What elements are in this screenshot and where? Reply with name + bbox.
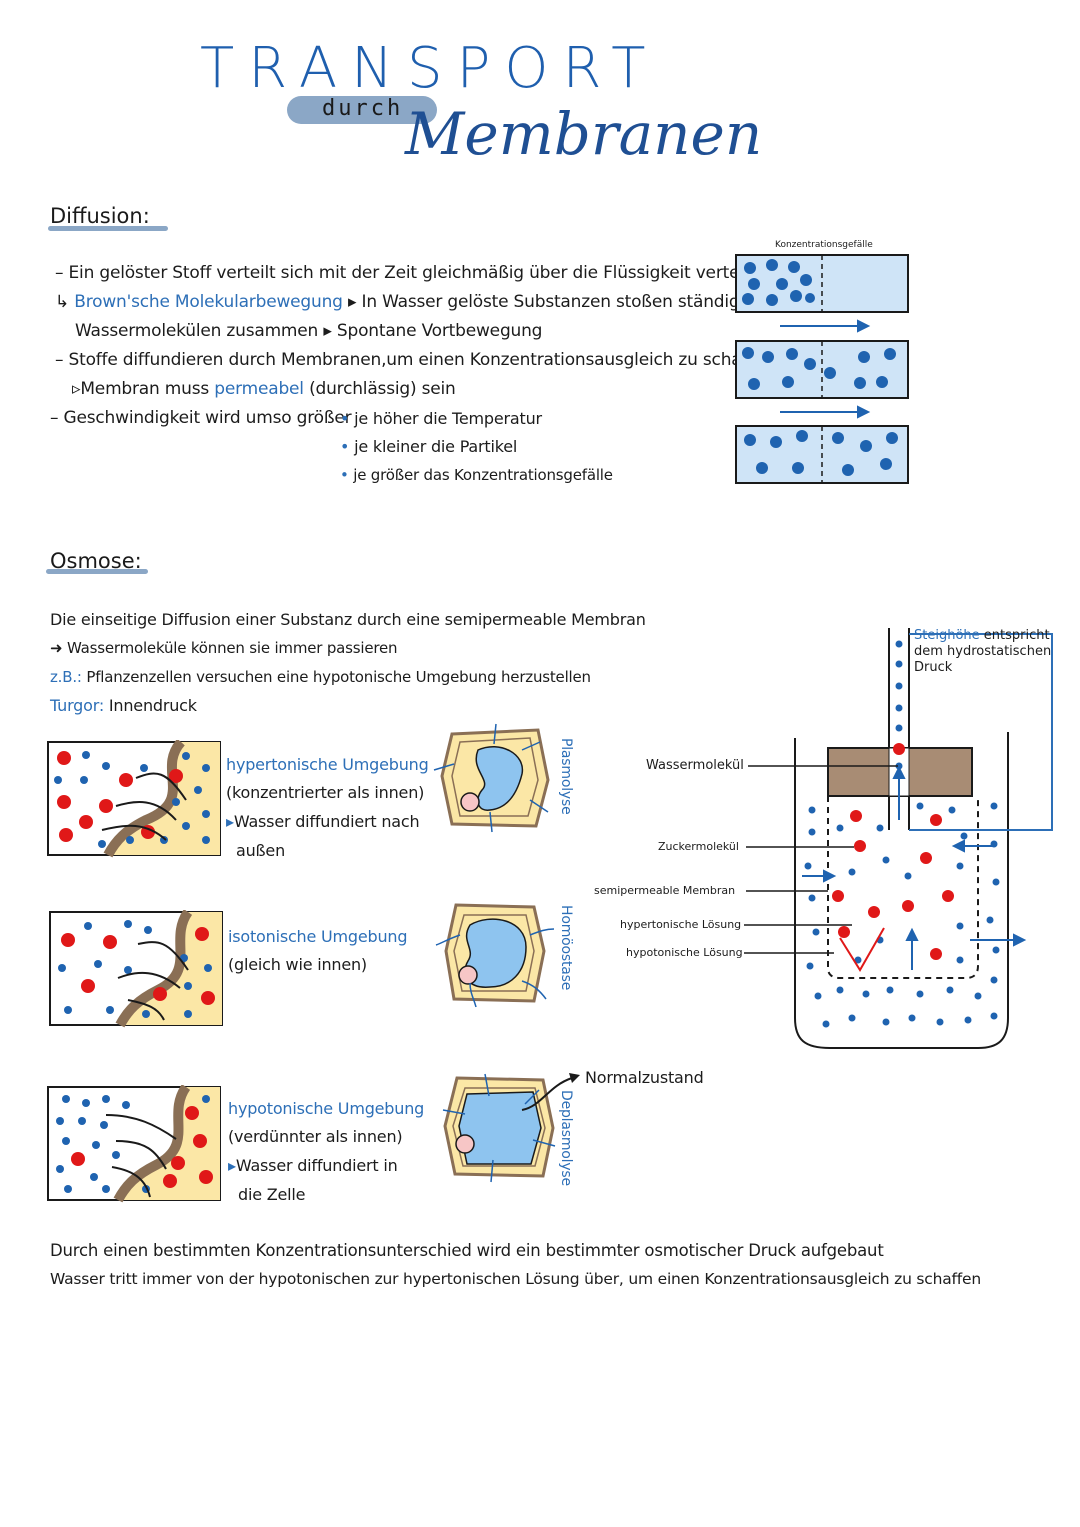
diffusion-line-5: ▹Membran muss permeabel (durchlässig) se… — [72, 379, 456, 399]
label-zuckermolekuel: Zuckermolekül — [658, 840, 739, 853]
script-title: Membranen — [405, 100, 763, 168]
steighoehe-note: Steighöhe entspricht dem hydrostatischen… — [914, 628, 1052, 675]
durch-pill — [287, 96, 437, 124]
footer-line-2: Wasser tritt immer von der hypotonischen… — [50, 1270, 982, 1288]
hypertonic-effect: ▸Wasser diffundiert nach — [226, 812, 420, 831]
hypertonic-title: hypertonische Umgebung — [226, 755, 429, 774]
osmose-underline — [46, 569, 148, 574]
diffusion-underline — [48, 226, 168, 231]
diffusion-heading: Diffusion: — [50, 204, 150, 228]
diffusion-diagram — [735, 254, 909, 484]
brown-label: Brown'sche Molekularbewegung — [74, 292, 343, 312]
osmometer-diagram — [744, 628, 1053, 1049]
diffusion-line-1: – Ein gelöster Stoff verteilt sich mit d… — [55, 263, 755, 283]
diffusion-line-4: – Stoffe diffundieren durch Membranen,um… — [55, 350, 774, 370]
label-hypertonische-loesung: hypertonische Lösung — [620, 918, 742, 931]
isotonic-desc: (gleich wie innen) — [228, 955, 367, 974]
hypertonic-desc: (konzentrierter als innen) — [226, 783, 425, 802]
speed-bullet-1: • je höher die Temperatur — [340, 409, 542, 428]
hypotonic-membrane-box — [47, 1085, 221, 1203]
osmose-line-2: ➜ Wassermoleküle können sie immer passie… — [50, 639, 398, 657]
isotonic-title: isotonische Umgebung — [228, 927, 408, 946]
normalzustand-label: Normalzustand — [585, 1068, 704, 1087]
page-title: TRANSPORT — [200, 36, 660, 101]
diffusion-line-2: ↳ Brown'sche Molekularbewegung ▸ In Wass… — [55, 292, 773, 312]
osmose-line-3: z.B.: Pflanzenzellen versuchen eine hypo… — [50, 668, 591, 686]
durch-label: durch — [322, 96, 404, 121]
footer-line-1: Durch einen bestimmten Konzentrationsunt… — [50, 1241, 884, 1260]
diffusion-line-6: – Geschwindigkeit wird umso größer — [50, 408, 352, 428]
plasmolyse-label: Plasmolyse — [558, 738, 574, 815]
hypotonic-effect: ▸Wasser diffundiert in — [228, 1156, 398, 1175]
diffusion-line-3: Wassermolekülen zusammen ▸ Spontane Vort… — [75, 321, 543, 341]
deplasmolyse-label: Deplasmolyse — [558, 1090, 574, 1186]
speed-bullet-3: • je größer das Konzentrationsgefälle — [340, 466, 613, 484]
osmose-line-1: Die einseitige Diffusion einer Substanz … — [50, 610, 646, 629]
label-wassermolekuel: Wassermolekül — [646, 758, 744, 773]
isotonic-membrane-box — [49, 910, 223, 1028]
cell-plasmolysis — [433, 723, 550, 833]
label-hypotonische-loesung: hypotonische Lösung — [626, 946, 743, 959]
hypertonic-membrane-box — [47, 740, 221, 858]
homoostase-label: Homöostase — [558, 905, 574, 991]
cell-homeostasis — [435, 903, 555, 1008]
speed-bullet-2: • je kleiner die Partikel — [340, 437, 518, 456]
label-semipermeable-membran: semipermeable Membran — [594, 884, 736, 897]
normalzustand-arrow — [521, 1073, 580, 1111]
hypotonic-title: hypotonische Umgebung — [228, 1099, 425, 1118]
osmose-line-4: Turgor: Innendruck — [50, 696, 197, 715]
gradient-label: Konzentrationsgefälle — [775, 240, 873, 250]
hypertonic-effect-2: außen — [236, 841, 286, 860]
cell-deplasmolysis — [442, 1073, 556, 1183]
hypotonic-desc: (verdünnter als innen) — [228, 1127, 403, 1146]
hypotonic-effect-2: die Zelle — [238, 1185, 306, 1204]
